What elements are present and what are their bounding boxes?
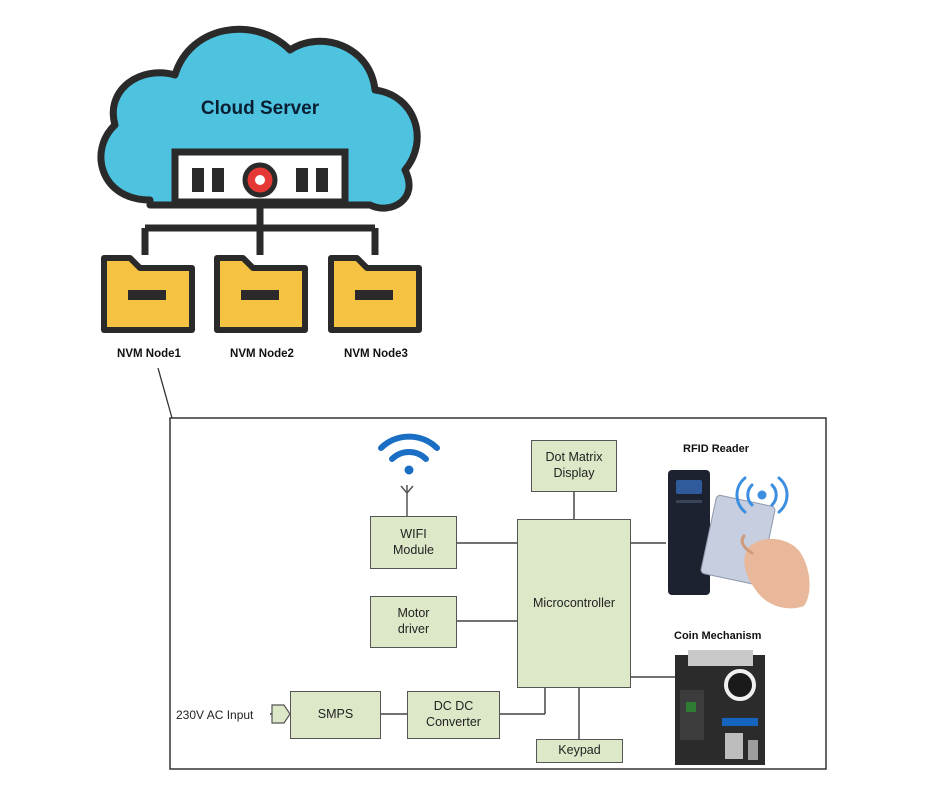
- nvm-node-3-label: NVM Node3: [344, 348, 408, 360]
- nvm-node-1-label: NVM Node1: [117, 348, 181, 360]
- dc-dc-converter-block: DC DC Converter: [407, 691, 500, 739]
- cloud-connectors: [141, 202, 379, 255]
- microcontroller-block: Microcontroller: [517, 519, 631, 688]
- smps-block: SMPS: [290, 691, 381, 739]
- rfid-reader-image: [668, 470, 810, 609]
- cloud-server-title: Cloud Server: [200, 98, 320, 119]
- power-input-arrow: [271, 704, 291, 724]
- power-input-label: 230V AC Input: [176, 708, 254, 722]
- wifi-icon: [378, 433, 440, 475]
- node-pointer-line: [157, 367, 173, 419]
- hardware-frame: [169, 417, 827, 770]
- wifi-module-block: WIFI Module: [370, 516, 457, 569]
- keypad-block: Keypad: [536, 739, 623, 763]
- coin-mechanism-image: [675, 650, 765, 765]
- motor-driver-block: Motor driver: [370, 596, 457, 648]
- server-rack-icon: [171, 148, 349, 206]
- antenna-icon: [400, 485, 414, 516]
- block-connectors: [270, 492, 676, 739]
- folder-icon: [328, 255, 422, 333]
- folder-icon: [101, 255, 195, 333]
- rfid-signal-icon: [735, 476, 789, 514]
- nvm-node-2-label: NVM Node2: [230, 348, 294, 360]
- coin-mechanism-label: Coin Mechanism: [674, 630, 762, 642]
- rfid-reader-label: RFID Reader: [683, 443, 750, 455]
- dot-matrix-display-block: Dot Matrix Display: [531, 440, 617, 492]
- folder-icon: [214, 255, 308, 333]
